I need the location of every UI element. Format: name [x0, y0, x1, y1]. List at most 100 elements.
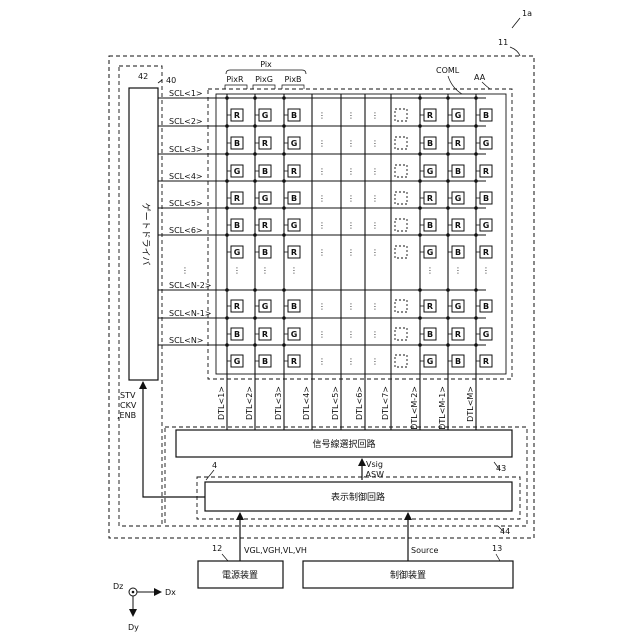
subpixel-letter: R	[455, 139, 461, 148]
ellipsis-dots: ⋮	[371, 302, 379, 311]
scan-line-label: SCL<1>	[169, 89, 203, 98]
subpixel-letter: G	[427, 167, 434, 176]
scan-line-label: SCL<N-1>	[169, 309, 212, 318]
node-dot	[446, 233, 450, 237]
power-signals-label: VGL,VGH,VL,VH	[244, 546, 307, 555]
node-dot	[418, 288, 422, 292]
subpixel-letter: G	[234, 167, 241, 176]
subpixel-letter: G	[455, 194, 462, 203]
control-device-ref: 13	[492, 544, 502, 553]
node-dot	[474, 96, 478, 100]
subpixel-letter: B	[427, 221, 433, 230]
subpixel-letter: R	[262, 330, 268, 339]
node-dot	[446, 206, 450, 210]
node-dot	[253, 206, 257, 210]
ellipsis-dots: ⋮	[347, 111, 355, 120]
subpixel-letter: R	[291, 167, 297, 176]
subpixel-letter: B	[291, 302, 297, 311]
node-dot	[225, 288, 229, 292]
ellipsis-dots: ⋮	[371, 111, 379, 120]
panel-ref-leader	[510, 47, 520, 56]
node-dot	[446, 124, 450, 128]
pixel-placeholder	[395, 355, 407, 367]
node-dot	[446, 96, 450, 100]
subpixel-letter: B	[427, 330, 433, 339]
ellipsis-dots: ⋮	[482, 266, 490, 275]
data-line-label: DTL<6>	[355, 386, 364, 420]
node-dot	[225, 96, 229, 100]
gate-signal-stv: STV	[120, 391, 136, 400]
node-dot	[474, 316, 478, 320]
power-device-ref: 12	[212, 544, 222, 553]
node-dot	[418, 124, 422, 128]
ellipsis-dots: ⋮	[347, 221, 355, 230]
pixel-placeholder	[395, 137, 407, 149]
subpixel-letter: R	[234, 302, 240, 311]
control-device-title: 制御装置	[390, 569, 426, 581]
ellipsis-dots: ⋮	[347, 248, 355, 257]
power-device-title: 電源装置	[222, 569, 258, 581]
aa-leader	[482, 82, 490, 89]
data-line-label-group: DTL<1>DTL<2>DTL<3>DTL<4>DTL<5>DTL<6>DTL<…	[217, 386, 475, 430]
subpixel-letter: B	[455, 357, 461, 366]
display-control-ref: 44	[500, 527, 510, 536]
pixg-label: PixG	[255, 75, 273, 84]
subpixel-letter: B	[427, 139, 433, 148]
subpixel-letter: B	[483, 302, 489, 311]
subpixel-letter: G	[483, 330, 490, 339]
ellipsis-dots: ⋮	[371, 139, 379, 148]
scan-line-label: SCL<N>	[169, 336, 204, 345]
ellipsis-dots: ⋮	[371, 221, 379, 230]
gate-signal-ckv: CKV	[120, 401, 137, 410]
ellipsis-dots: ⋮	[371, 194, 379, 203]
scan-line-label: SCL<3>	[169, 145, 203, 154]
subpixel-letter: R	[483, 248, 489, 257]
node-dot	[418, 206, 422, 210]
coml-leader	[448, 76, 462, 94]
ellipsis-dots: ⋮	[318, 139, 326, 148]
display-control-title: 表示制御回路	[331, 491, 385, 503]
signal-select-ref: 43	[496, 464, 506, 473]
subpixel-letter: R	[455, 221, 461, 230]
subpixel-letter: B	[262, 167, 268, 176]
node-dot	[253, 152, 257, 156]
ellipsis-dots: ⋮	[318, 330, 326, 339]
ellipsis-dots: ⋮	[251, 266, 259, 275]
node-dot	[282, 96, 286, 100]
node-dot	[282, 206, 286, 210]
control-device-ref-leader	[496, 554, 500, 561]
gate-driver-ref: 40	[166, 76, 176, 85]
node-dot	[474, 206, 478, 210]
node-dot	[225, 343, 229, 347]
node-dot	[282, 124, 286, 128]
ref-4-label: 4	[212, 461, 217, 470]
node-dot	[446, 152, 450, 156]
node-dot	[282, 288, 286, 292]
ellipsis-dots: ⋮	[371, 248, 379, 257]
ellipsis-dots: ⋮	[318, 357, 326, 366]
node-dot	[474, 288, 478, 292]
pixel-placeholder	[395, 300, 407, 312]
node-dot	[282, 343, 286, 347]
subpixel-letter: B	[483, 194, 489, 203]
ellipsis-dots: ⋮	[444, 266, 452, 275]
pixel-placeholder	[395, 246, 407, 258]
gate-driver-ref-leader	[158, 80, 162, 83]
pixb-bracket	[282, 85, 304, 89]
node-dot	[446, 316, 450, 320]
ellipsis-dots: ⋮	[371, 357, 379, 366]
ellipsis-dots: ⋮	[347, 302, 355, 311]
ellipsis-dots: ⋮	[318, 167, 326, 176]
axis-origin-dot	[132, 591, 135, 594]
node-dot	[253, 288, 257, 292]
pixel-placeholder	[395, 219, 407, 231]
scan-line-label: SCL<6>	[169, 226, 203, 235]
node-dot	[418, 152, 422, 156]
ref-4-leader	[206, 470, 214, 480]
ellipsis-dots: ⋮	[290, 266, 298, 275]
ellipsis-dots: ⋮	[347, 330, 355, 339]
data-line-label: DTL<5>	[331, 386, 340, 420]
node-dot	[225, 179, 229, 183]
subpixel-letter: G	[483, 221, 490, 230]
subpixel-letter: B	[262, 357, 268, 366]
